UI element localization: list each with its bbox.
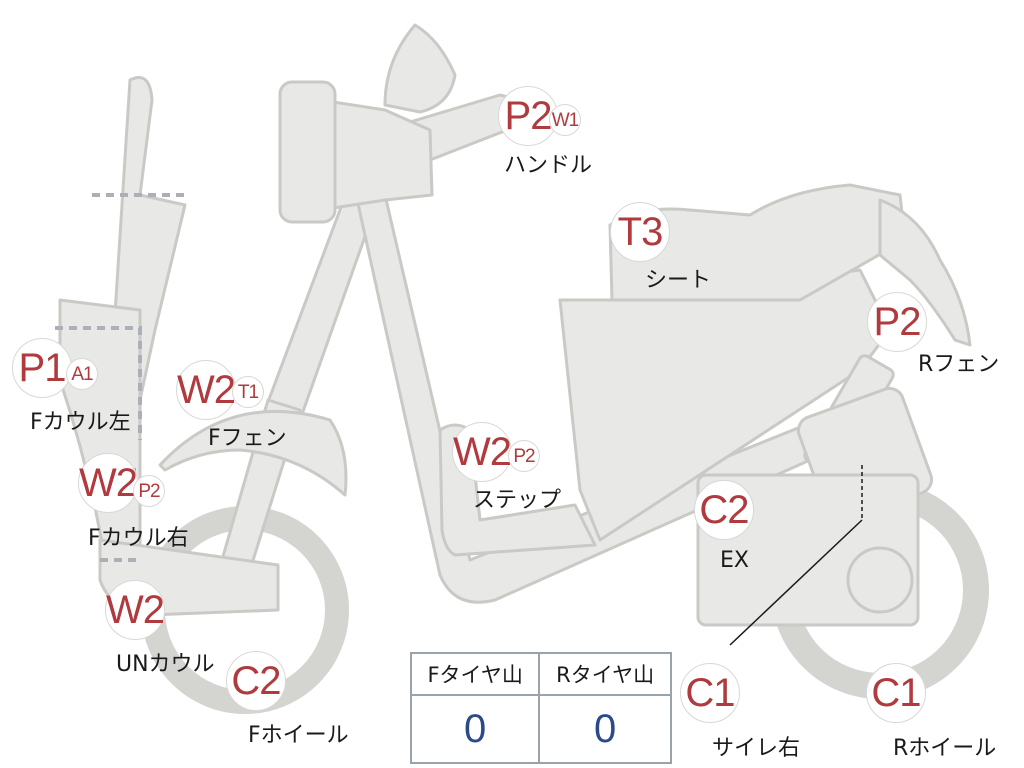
front-cowl-left-badge-2: A1 [66, 358, 98, 390]
front-cowl-left-label: Fカウル左 [30, 410, 131, 435]
front-tire-header: Fタイヤ山 [409, 652, 541, 696]
handle-badge-2: W1 [549, 104, 581, 136]
front-cowl-right-badge-1: W2 [78, 453, 138, 513]
tire-table-header-row: Fタイヤ山 Rタイヤ山 [409, 652, 672, 696]
front-cowl-left-badge-1: P1 [12, 338, 72, 398]
silencer-leader [729, 519, 863, 646]
rear-hub [846, 546, 914, 614]
silencer-right-label: サイレ右 [712, 736, 801, 761]
seam-middle [55, 326, 142, 440]
headlight-cowl [318, 98, 434, 212]
front-fender-label: Fフェン [208, 426, 287, 451]
tire-tread-table: Fタイヤ山 Rタイヤ山 0 0 [409, 652, 672, 764]
exhaust-badge-1: C2 [694, 480, 754, 540]
tire-table-value-row: 0 0 [409, 694, 672, 764]
seat-badge-1: T3 [610, 202, 670, 262]
step-shape [438, 423, 597, 557]
handle-badge-1: P2 [498, 86, 558, 146]
front-fender-badge-2: T1 [232, 376, 264, 408]
under-cowl-label: UNカウル [116, 652, 215, 677]
rear-wheel-badge-1: C1 [866, 663, 926, 723]
headlight [278, 80, 337, 224]
front-wheel-label: Fホイール [248, 723, 349, 748]
rear-fender-label: Rフェン [918, 352, 1000, 377]
front-cowl-right-label: Fカウル右 [88, 526, 189, 551]
seat-label: シート [645, 268, 712, 293]
exhaust-label: EX [720, 548, 749, 573]
silencer-right-badge-1: C1 [680, 663, 740, 723]
front-fender-badge-1: W2 [176, 360, 236, 420]
step-label: ステップ [473, 488, 562, 513]
under-cowl-badge-1: W2 [105, 580, 165, 640]
rear-tire-value[interactable]: 0 [538, 694, 672, 764]
rear-fender-shape [878, 198, 972, 347]
step-badge-1: W2 [452, 422, 512, 482]
front-wheel-badge-1: C2 [226, 651, 286, 711]
front-fender-shape [158, 409, 348, 497]
front-tire-value[interactable]: 0 [409, 694, 541, 764]
handle-label: ハンドル [504, 153, 593, 178]
step-badge-2: P2 [508, 440, 540, 472]
rear-tire-header: Rタイヤ山 [538, 652, 672, 696]
front-cowl-right-badge-2: P2 [133, 475, 165, 507]
rear-wheel-label: Rホイール [893, 736, 997, 761]
rear-fender-badge-1: P2 [867, 292, 927, 352]
mirror [383, 23, 457, 114]
